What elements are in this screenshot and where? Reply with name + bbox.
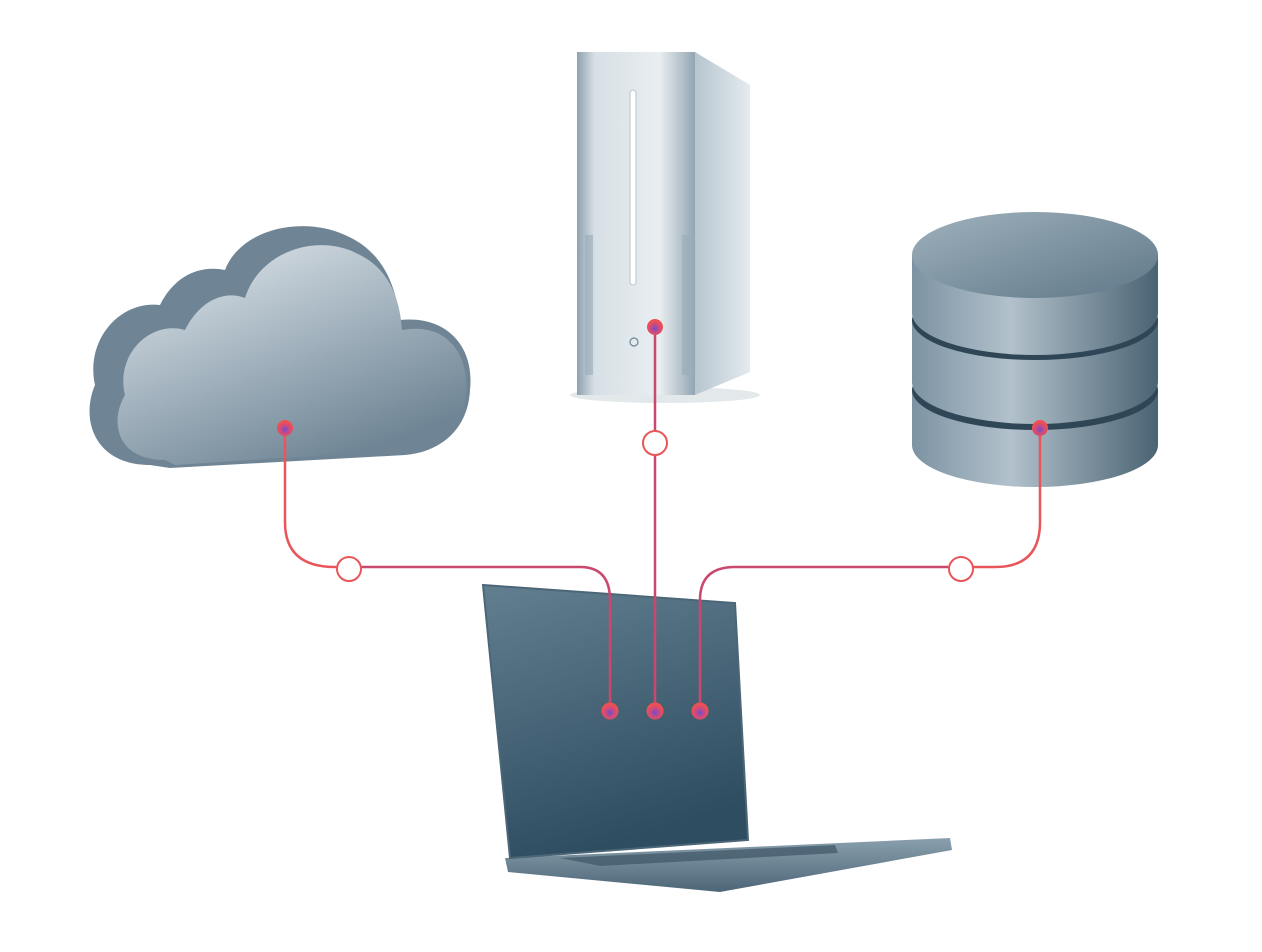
connector-database-laptop [698,428,1042,711]
connector-dot-laptop [601,702,619,720]
power-icon [629,337,639,347]
junction-ring [948,556,974,582]
database-icon [912,212,1158,487]
junction-ring [642,430,668,456]
connector-dot-laptop [646,702,664,720]
connector-dot-database [1032,420,1048,436]
server-tower-icon [570,52,760,403]
connector-dot-laptop [691,702,709,720]
laptop-icon [481,583,952,892]
connector-dot-cloud [277,420,293,436]
junction-ring [336,556,362,582]
connector-dot-server [647,319,663,335]
connector-cloud-laptop [283,428,612,711]
cloud-icon [89,226,471,468]
